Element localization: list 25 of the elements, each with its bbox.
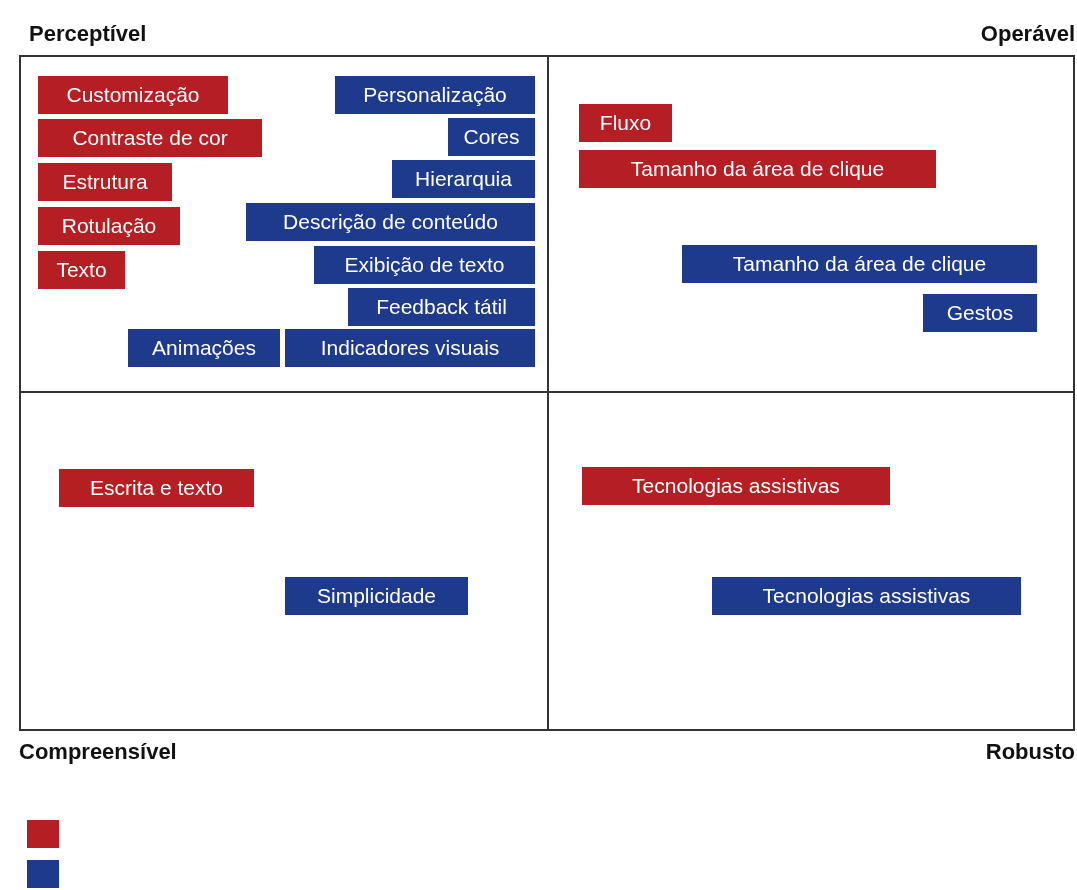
category-tag: Exibição de texto xyxy=(314,246,535,284)
category-tag: Tecnologias assistivas xyxy=(582,467,890,505)
category-tag: Fluxo xyxy=(579,104,672,142)
quadrant-heading: Compreensível xyxy=(19,739,177,765)
category-tag: Escrita e texto xyxy=(59,469,254,507)
category-tag: Contraste de cor xyxy=(38,119,262,157)
category-tag: Descrição de conteúdo xyxy=(246,203,535,241)
category-tag: Indicadores visuais xyxy=(285,329,535,367)
quadrant-heading: Robusto xyxy=(985,739,1075,765)
category-tag: Texto xyxy=(38,251,125,289)
category-tag: Simplicidade xyxy=(285,577,468,615)
category-tag: Customização xyxy=(38,76,228,114)
category-tag: Estrutura xyxy=(38,163,172,201)
quadrant-heading: Perceptível xyxy=(29,21,147,47)
category-tag: Hierarquia xyxy=(392,160,535,198)
category-tag: Animações xyxy=(128,329,280,367)
quadrant-heading: Operável xyxy=(980,21,1075,47)
category-tag: Tamanho da área de clique xyxy=(579,150,936,188)
category-tag: Feedback tátil xyxy=(348,288,535,326)
category-tag: Cores xyxy=(448,118,535,156)
category-tag: Personalização xyxy=(335,76,535,114)
category-tag: Rotulação xyxy=(38,207,180,245)
category-tag: Gestos xyxy=(923,294,1037,332)
category-tag: Tecnologias assistivas xyxy=(712,577,1021,615)
category-tag: Tamanho da área de clique xyxy=(682,245,1037,283)
